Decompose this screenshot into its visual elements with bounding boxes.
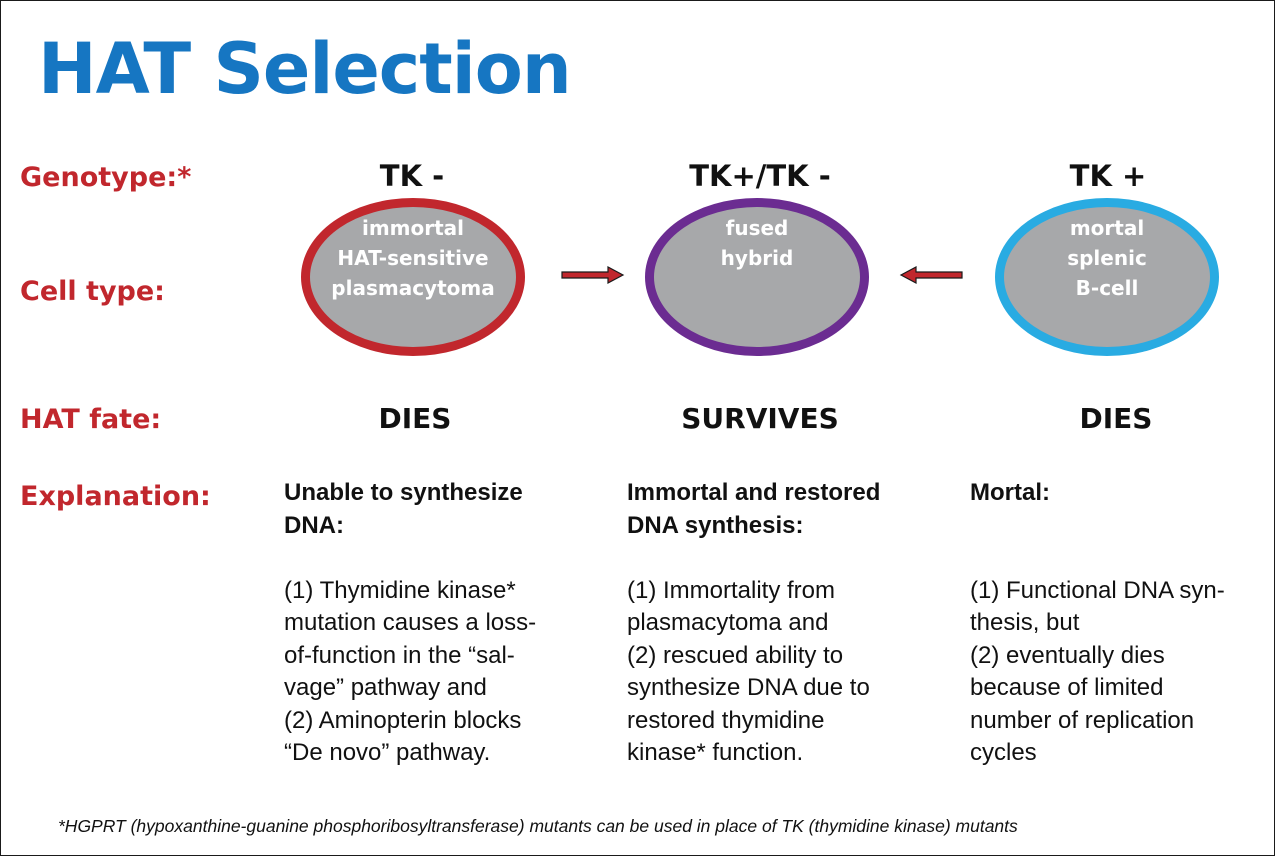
- plasmacytoma-cell-label: immortal HAT-sensitive plasmacytoma: [331, 216, 495, 300]
- fate-tk-plus: DIES: [1079, 402, 1153, 435]
- explanation-heading: Unable to synthesize DNA:: [284, 479, 523, 539]
- genotype-tk-plus: TK +: [1069, 159, 1147, 193]
- row-label-genotype: Genotype:*: [20, 162, 192, 193]
- fate-hybrid: SURVIVES: [681, 402, 839, 435]
- row-label-cell-type: Cell type:: [20, 276, 165, 307]
- footnote: *HGPRT (hypoxanthine-guanine phosphoribo…: [58, 816, 1018, 836]
- b-cell-label: mortal splenic B-cell: [1067, 216, 1147, 300]
- explanation-hybrid: Immortal and restored DNA synthesis: (1)…: [627, 477, 927, 770]
- left-arrow-icon: [899, 266, 963, 284]
- explanation-heading: Mortal:: [970, 479, 1050, 506]
- page-title: HAT Selection: [38, 28, 572, 110]
- genotype-hybrid: TK+/TK -: [689, 159, 831, 193]
- hybrid-cell-label: fused hybrid: [720, 216, 794, 270]
- explanation-tk-minus: Unable to synthesize DNA: (1) Thymidine …: [284, 477, 584, 770]
- explanation-heading: Immortal and restored DNA synthesis:: [627, 479, 881, 539]
- right-arrow-icon: [561, 266, 625, 284]
- genotype-tk-minus: TK -: [379, 159, 445, 193]
- explanation-tk-plus: Mortal: (1) Functional DNA syn- thesis, …: [970, 477, 1270, 770]
- row-label-explanation: Explanation:: [20, 481, 211, 512]
- explanation-body: (1) Thymidine kinase* mutation causes a …: [284, 576, 537, 767]
- explanation-body: (1) Immortality from plasmacytoma and (2…: [627, 576, 870, 767]
- explanation-body: (1) Functional DNA syn- thesis, but (2) …: [970, 576, 1225, 767]
- b-cell: [995, 198, 1219, 356]
- fate-tk-minus: DIES: [378, 402, 452, 435]
- hybrid-cell: [645, 198, 869, 356]
- row-label-hat-fate: HAT fate:: [20, 404, 162, 435]
- plasmacytoma-cell: [301, 198, 525, 356]
